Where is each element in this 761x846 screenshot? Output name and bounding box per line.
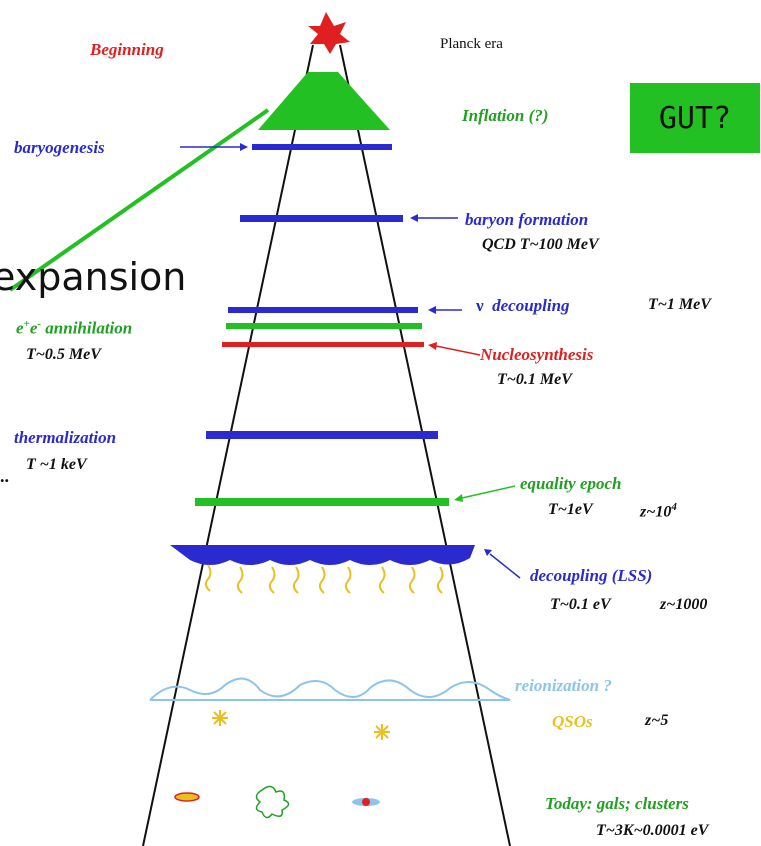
cluster-icon — [255, 785, 290, 819]
expansion-label: expansion — [0, 255, 187, 299]
qsos-label: QSOs — [552, 712, 593, 731]
band-nucleosynthesis — [222, 342, 424, 347]
inflation-label: Inflation (?) — [462, 106, 549, 125]
decoupling-z: z~1000 — [660, 596, 708, 613]
spiral-galaxy-core — [362, 798, 370, 806]
planck-era-label: Planck era — [440, 36, 503, 52]
cone-left-edge — [142, 44, 314, 846]
decoupling-lss-label: decoupling (LSS) — [530, 566, 653, 585]
baryogenesis-label: baryogenesis — [14, 138, 105, 157]
band-nu-decoupling — [228, 307, 418, 313]
nucleosynthesis-temp: T~0.1 MeV — [497, 371, 572, 388]
qso-star-icon-2 — [374, 724, 390, 740]
reionization-wave — [149, 677, 511, 701]
thermalization-temp: T ~1 keV — [26, 456, 87, 473]
nucleosynthesis-label: Nucleosynthesis — [480, 345, 594, 364]
equality-z: z~104 — [640, 501, 677, 521]
band-annihilation — [226, 323, 422, 329]
baryon-formation-label: baryon formation — [465, 210, 589, 229]
big-bang-star-icon — [308, 12, 350, 54]
band-thermalization — [206, 431, 438, 439]
nu-temp-label: T~1 MeV — [648, 296, 711, 313]
band-equality — [195, 498, 449, 506]
annihilation-temp: T~0.5 MeV — [26, 346, 101, 363]
thermalization-label: thermalization — [14, 428, 117, 447]
photon-arrows — [204, 564, 444, 594]
inflation-region — [258, 72, 390, 130]
today-label: Today: gals; clusters — [545, 794, 689, 813]
reionization-label: reionization ? — [515, 676, 612, 695]
band-baryon-formation — [240, 215, 403, 222]
annihilation-label: e+e- annihilation — [16, 318, 133, 338]
galaxy-icon — [174, 792, 200, 802]
beginning-label: Beginning — [90, 40, 164, 59]
expansion-line — [8, 108, 270, 292]
nu-decoupling-label: ν decoupling — [476, 296, 570, 315]
qso-star-icon — [212, 710, 228, 726]
band-last-scattering — [170, 545, 475, 565]
qsos-z: z~5 — [645, 712, 669, 729]
pointer-arrows — [180, 143, 521, 579]
gut-badge: GUT? — [630, 83, 760, 153]
decoupling-temp: T~0.1 eV — [550, 596, 611, 613]
equality-epoch-label: equality epoch — [520, 474, 622, 493]
equality-temp: T~1eV — [548, 501, 593, 518]
today-temp: T~3K~0.0001 eV — [596, 822, 709, 839]
cone-right-edge — [339, 44, 511, 846]
qcd-label: QCD T~100 MeV — [482, 236, 599, 253]
band-baryogenesis — [252, 144, 392, 150]
ellipsis-label: .. — [0, 466, 9, 486]
